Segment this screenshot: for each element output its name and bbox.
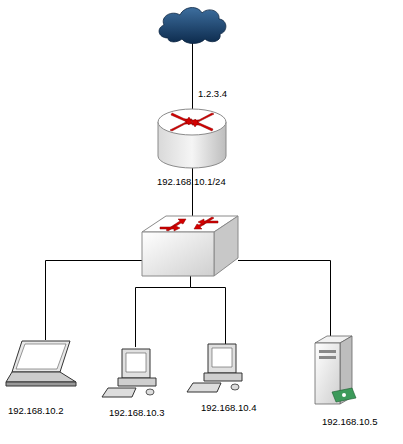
ip-address-label: 1.2.3.4 [198, 88, 227, 99]
ip-address-label: 192.168.10.1/24 [157, 176, 226, 187]
desktop-pc-symbol [187, 344, 242, 392]
router-symbol [158, 109, 226, 168]
ip-address-label: 192.168.10.4 [201, 402, 256, 413]
desktop-pc-symbol [102, 349, 156, 397]
switch-symbol [142, 216, 238, 276]
ip-address-label: 192.168.10.5 [322, 416, 377, 427]
laptop-symbol [6, 341, 76, 386]
ip-address-label: 192.168.10.3 [109, 407, 164, 418]
wires [46, 40, 331, 347]
server-symbol [315, 336, 356, 404]
ip-address-label: 192.168.10.2 [8, 405, 63, 416]
cloud-symbol [159, 8, 226, 44]
